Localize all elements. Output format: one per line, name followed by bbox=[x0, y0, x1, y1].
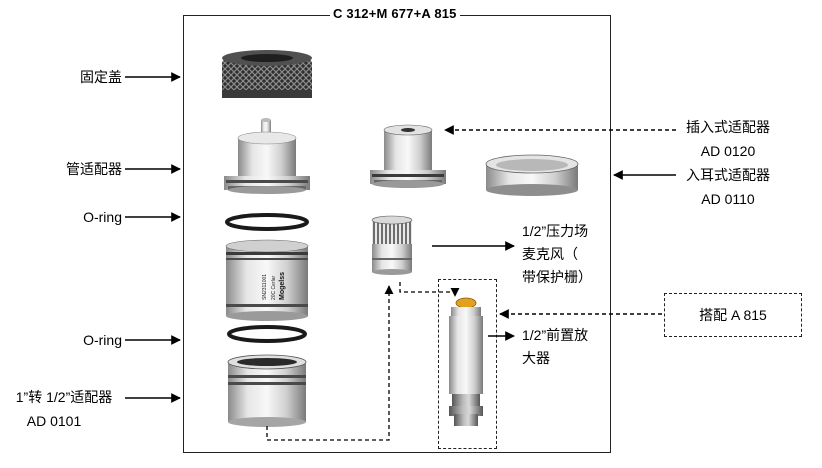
label-inear-adapter: 入耳式适配器 AD 0110 bbox=[678, 166, 778, 208]
right-arrows bbox=[432, 125, 676, 341]
label-microphone: 1/2”压力场 麦克风（ 带保护栅） bbox=[522, 222, 592, 286]
label-plugin-adapter-line2: AD 0120 bbox=[700, 143, 756, 159]
inear-adapter-part bbox=[485, 154, 579, 196]
assembly-connectors bbox=[266, 282, 460, 441]
left-arrows bbox=[125, 72, 181, 403]
label-plugin-adapter-line1: 插入式适配器 bbox=[686, 119, 770, 135]
mic-housing-part: Mogelss 20C Cerlar SN2311001 bbox=[225, 239, 309, 321]
label-plugin-adapter: 插入式适配器 AD 0120 bbox=[678, 118, 778, 160]
tube-adapter-part bbox=[224, 118, 310, 194]
label-microphone-line1: 1/2”压力场 bbox=[522, 223, 589, 239]
mic-print-model: 20C Cerlar bbox=[271, 275, 277, 300]
preamplifier-part bbox=[449, 297, 483, 426]
label-preamplifier-line2: 大器 bbox=[522, 350, 550, 366]
label-adapter-1-to-half-line2: AD 0101 bbox=[26, 413, 82, 429]
half-inch-mic-part bbox=[371, 215, 413, 275]
label-inear-adapter-line1: 入耳式适配器 bbox=[686, 167, 770, 183]
label-adapter-1-to-half: 1”转 1/2”适配器 AD 0101 bbox=[4, 388, 124, 430]
pairing-box: 搭配 A 815 bbox=[664, 293, 802, 337]
adapter-1-to-half-part bbox=[227, 354, 307, 427]
label-microphone-line2: 麦克风（ bbox=[522, 246, 578, 262]
label-preamplifier-line1: 1/2”前置放 bbox=[522, 327, 589, 343]
label-fixing-cap: 固定盖 bbox=[80, 69, 122, 85]
mic-print-brand: Mogelss bbox=[279, 272, 286, 300]
pairing-label: 搭配 A 815 bbox=[699, 307, 767, 323]
oring-top-part bbox=[225, 213, 309, 231]
plugin-adapter-part bbox=[370, 124, 446, 188]
label-inear-adapter-line2: AD 0110 bbox=[701, 191, 755, 207]
label-tube-adapter: 管适配器 bbox=[66, 161, 122, 177]
preamp-highlight-box bbox=[438, 279, 497, 449]
label-preamplifier: 1/2”前置放 大器 bbox=[522, 326, 588, 367]
fixing-cap-part bbox=[222, 50, 312, 98]
oring-bottom-part bbox=[227, 325, 307, 343]
label-microphone-line3: 带保护栅） bbox=[522, 269, 592, 285]
label-adapter-1-to-half-line1: 1”转 1/2”适配器 bbox=[15, 389, 113, 405]
mic-print-serial: SN2311001 bbox=[262, 274, 268, 300]
label-oring-top: O-ring bbox=[83, 209, 122, 225]
label-oring-bottom: O-ring bbox=[83, 332, 122, 348]
kit-title: C 312+M 677+A 815 bbox=[330, 6, 460, 21]
